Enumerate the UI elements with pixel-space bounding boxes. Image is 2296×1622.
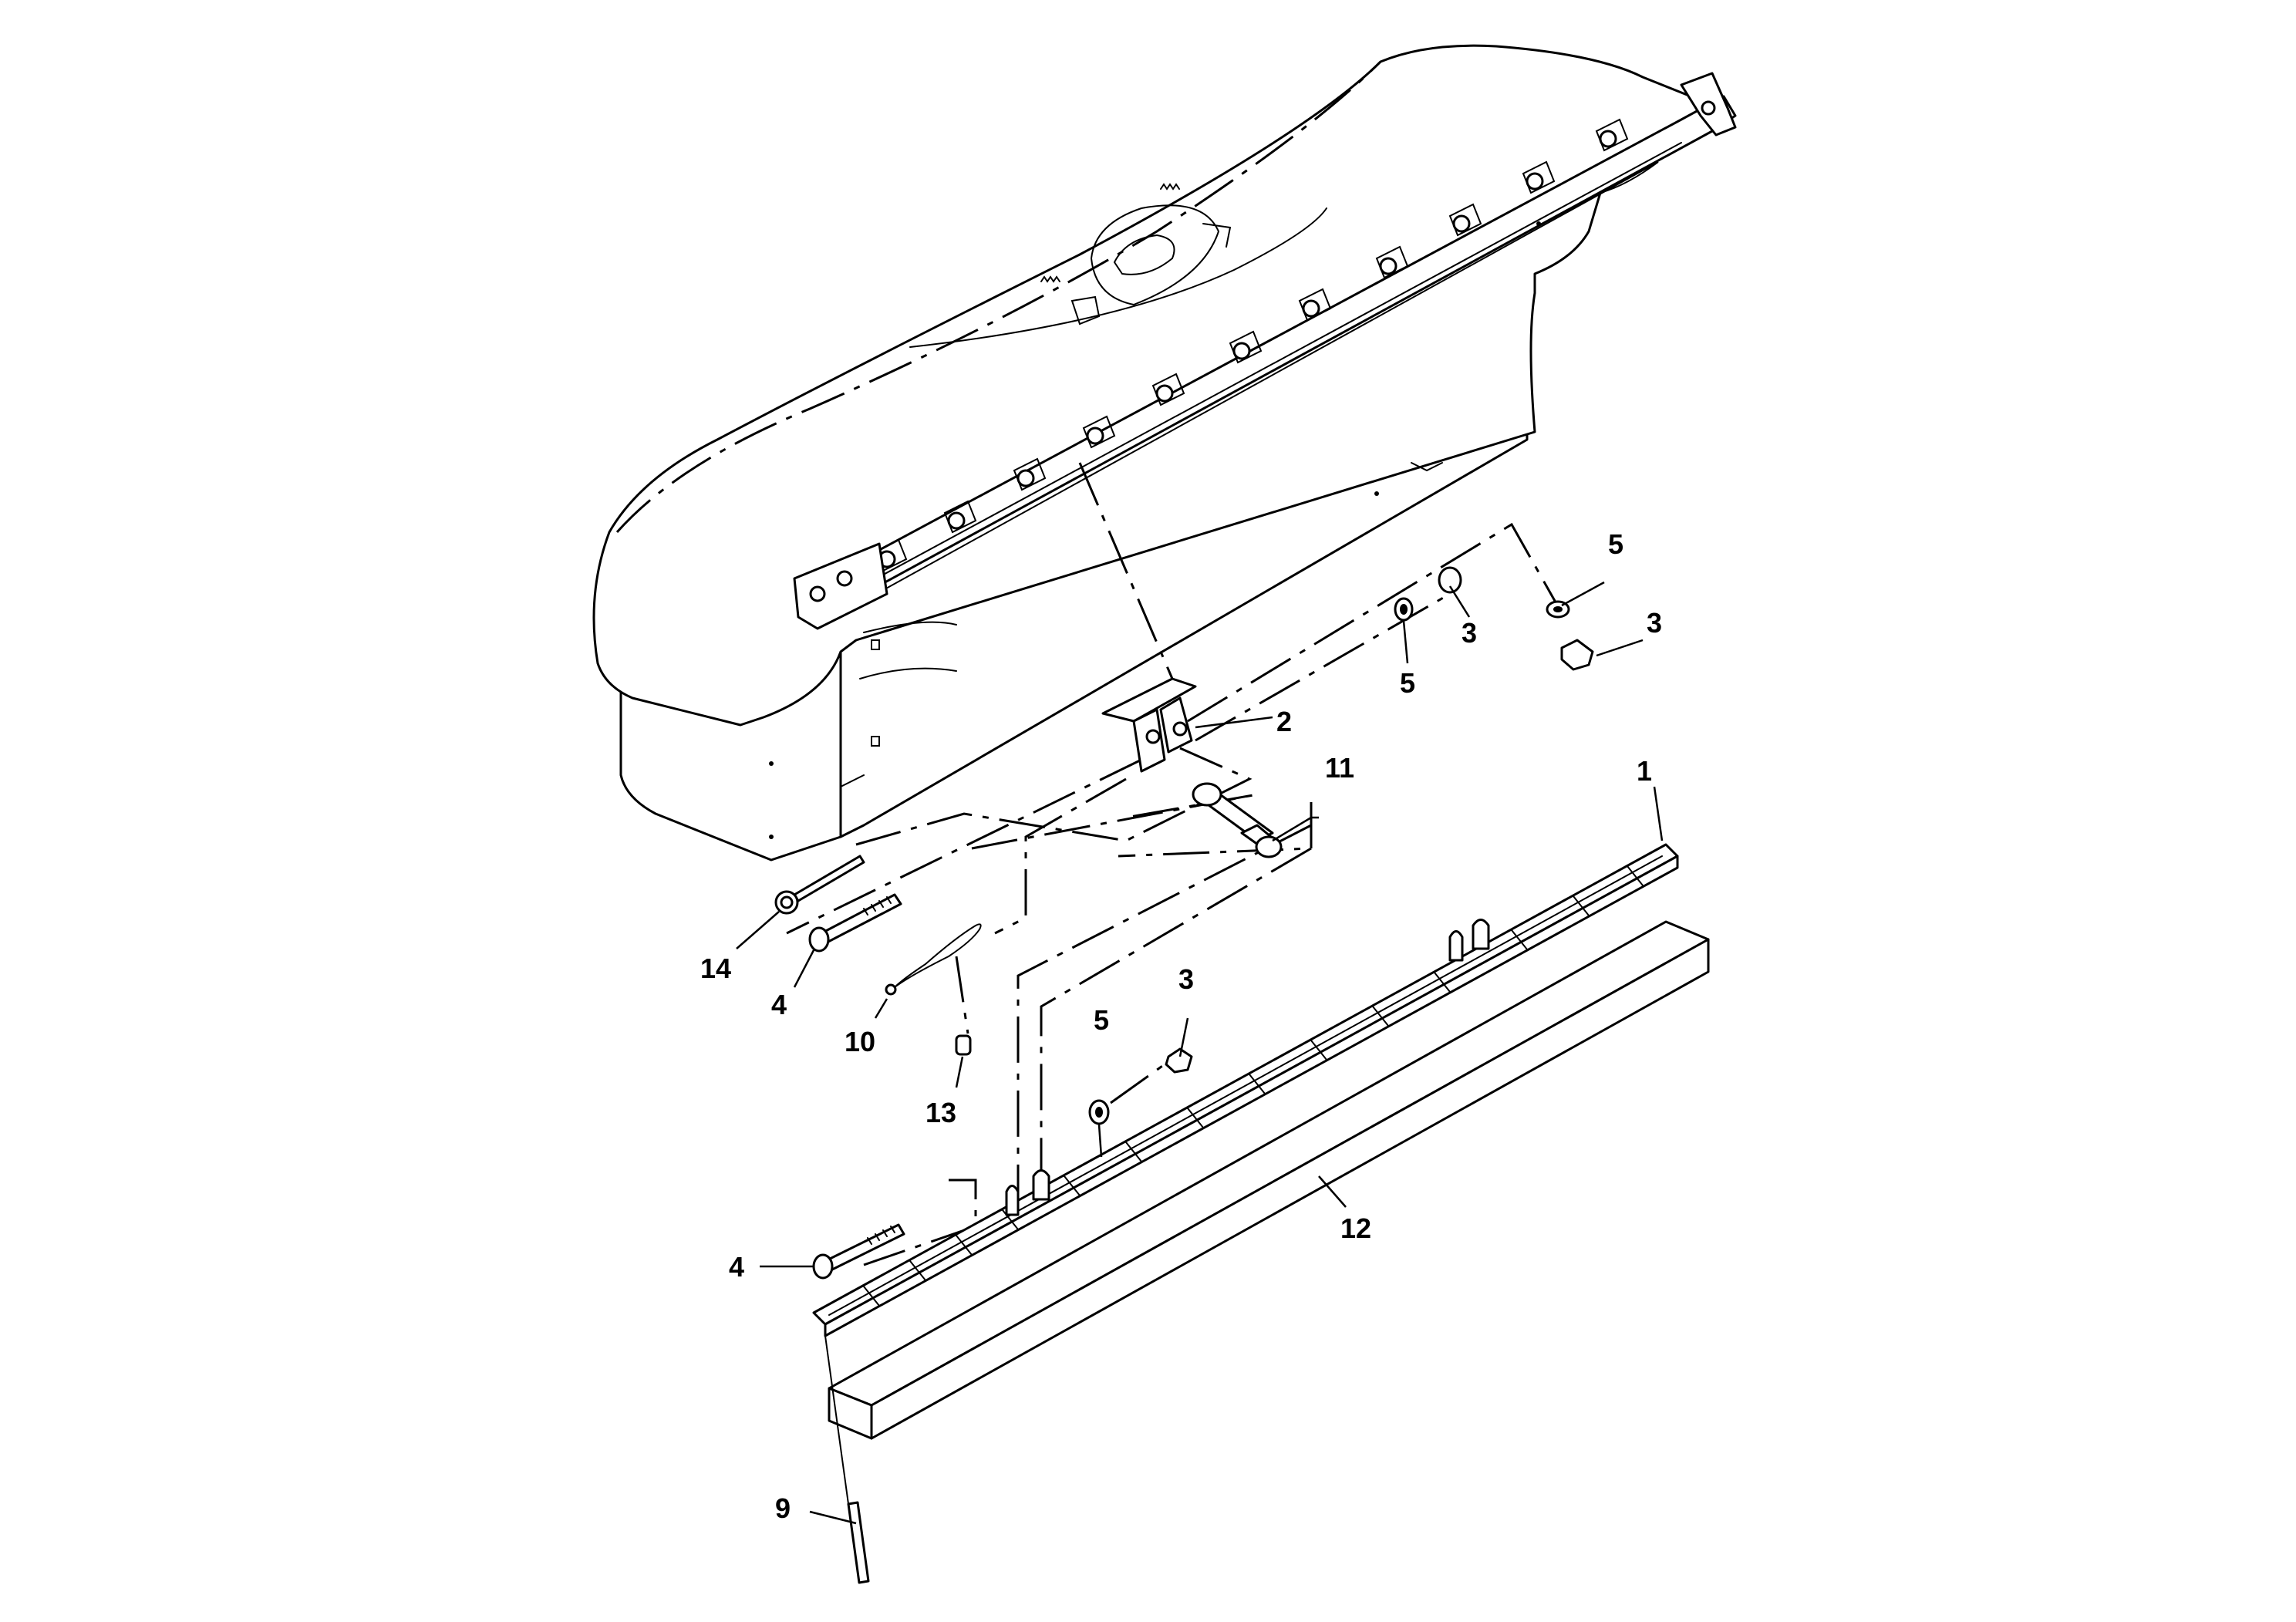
callout-5-lower: 5 xyxy=(1094,1004,1109,1036)
part-14-ring-pin xyxy=(774,855,865,915)
part-12-block xyxy=(828,920,1710,1440)
callout-4-lower: 4 xyxy=(729,1251,744,1283)
nozzle-row xyxy=(874,118,1629,572)
part-13-sleeve xyxy=(955,1034,972,1056)
callout-4-upper: 4 xyxy=(771,989,787,1020)
part-4-bolt-lower xyxy=(812,1223,905,1280)
callout-1: 1 xyxy=(1637,755,1652,787)
callout-3-upper-right: 3 xyxy=(1647,607,1662,639)
callout-3-upper-left: 3 xyxy=(1462,617,1477,649)
hardware-lower xyxy=(1088,1047,1193,1125)
callout-2: 2 xyxy=(1276,706,1292,737)
callout-labels: 1 2 3 3 3 4 4 5 5 5 9 10 11 12 13 14 xyxy=(700,528,1662,1524)
part-11-pin xyxy=(1192,782,1283,858)
callout-14: 14 xyxy=(700,953,731,984)
part-2-mounting-bracket xyxy=(1101,677,1197,773)
hopper-assembly xyxy=(592,44,1737,862)
callout-10: 10 xyxy=(845,1026,875,1057)
callout-3-lower: 3 xyxy=(1178,963,1194,995)
part-4-bolt-upper xyxy=(808,893,902,953)
callout-12: 12 xyxy=(1340,1212,1371,1244)
callout-13: 13 xyxy=(925,1097,956,1128)
hardware-upper xyxy=(1394,566,1594,671)
callout-9: 9 xyxy=(775,1492,791,1524)
leader-lines xyxy=(736,581,1664,1525)
part-10-lanyard xyxy=(885,923,982,996)
callout-11: 11 xyxy=(1325,752,1354,784)
callout-5-upper-right: 5 xyxy=(1608,528,1623,560)
part-1-frame xyxy=(812,843,1679,1337)
callout-5-upper-left: 5 xyxy=(1400,667,1415,699)
